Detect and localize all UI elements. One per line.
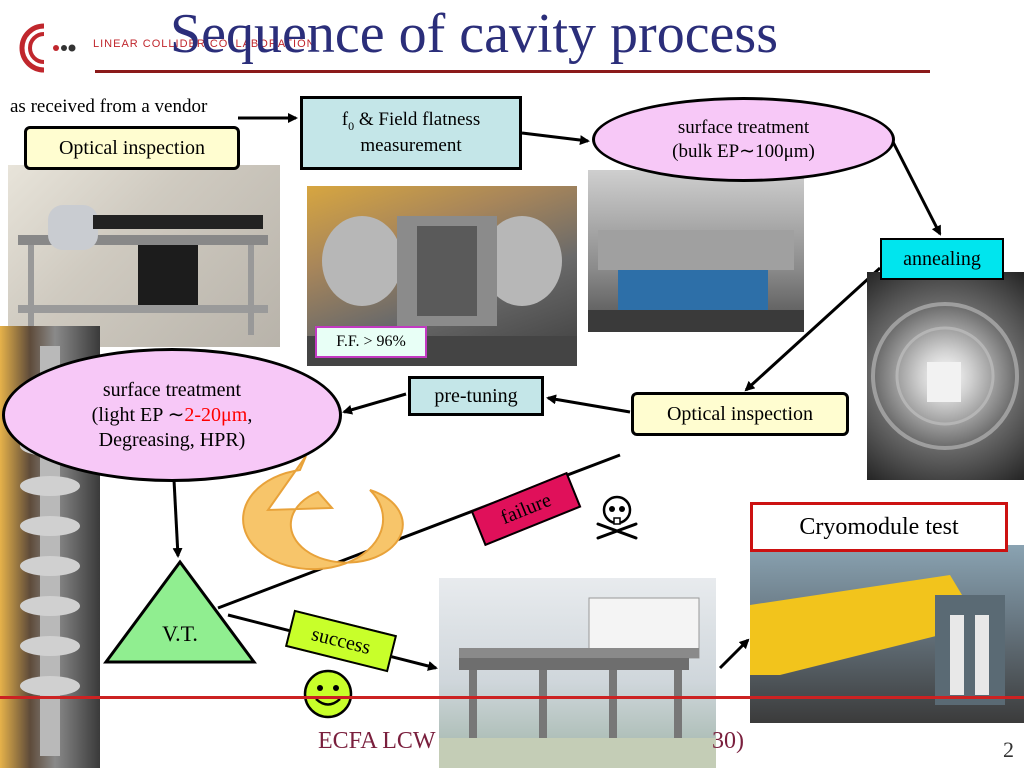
linear-collider-logo-icon [19,23,76,73]
loop-arrow-icon [242,455,404,571]
cryomodule-test-box: Cryomodule test [750,502,1008,552]
optical-inspection-second: Optical inspection [631,392,849,436]
vt-label: V.T. [162,621,198,647]
surface-treatment-light: surface treatment (light EP ∼2-20μm, Deg… [2,348,342,482]
ff-label: F.F. > 96% [315,326,427,358]
arrow-pretuning-to-light [342,392,407,415]
logo-text: LINEAR COLLIDER COLLABORATION [93,38,316,50]
vt-triangle [103,559,257,664]
pre-tuning-box: pre-tuning [408,376,544,416]
title-underline [95,70,930,73]
annealing-box: annealing [880,238,1004,280]
page-number: 2 [1003,737,1014,762]
photo-cryomodule [750,545,1024,723]
smiley-face-icon [303,669,353,719]
field-flatness-box: f0 & Field flatness measurement [300,96,522,170]
photo-optical-inspection-bench [8,165,280,347]
photo-dressed-cavities [439,578,716,768]
skull-crossbones-icon [596,495,638,540]
arrow-annealing-to-optical [744,266,882,392]
arrow-cavities-to-cryomodule [718,638,750,670]
surface-light-line2: (light EP ∼2-20μm, [91,403,253,426]
vendor-note: as received from a vendor [10,96,208,117]
footer-line [0,696,1024,699]
arrow-optical-to-pretuning [546,394,631,414]
photo-bulk-ep-station [588,170,804,332]
footer-text-tail: 30) [712,728,744,754]
arrow-ff-to-bulk [521,131,590,146]
field-flatness-line1: f0 & Field flatness [341,109,481,134]
slide-title: Sequence of cavity process [170,3,778,65]
surface-treatment-bulk: surface treatment (bulk EP∼100μm) [592,97,895,182]
footer-text: ECFA LCW [318,728,436,754]
field-flatness-line2: measurement [360,135,462,157]
photo-annealing-furnace [867,272,1024,480]
arrow-bulk-to-annealing [890,139,942,236]
optical-inspection-start: Optical inspection [24,126,240,170]
arrow-light-to-vt [172,479,183,558]
